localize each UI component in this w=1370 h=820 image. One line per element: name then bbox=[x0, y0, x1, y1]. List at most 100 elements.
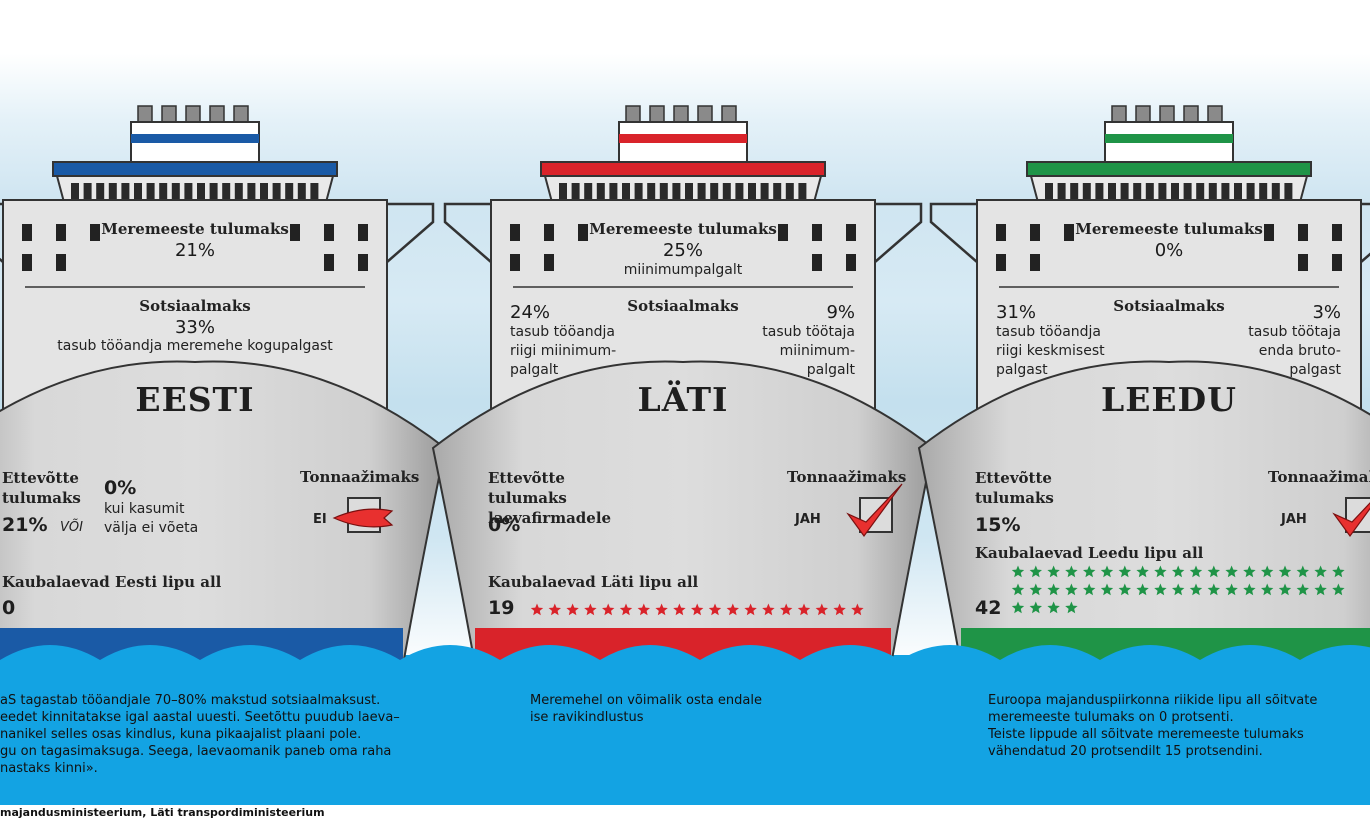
fleet-star bbox=[584, 603, 597, 616]
bridge-window bbox=[247, 183, 256, 199]
cabin-window bbox=[996, 224, 1006, 241]
cabin-window bbox=[578, 224, 588, 241]
bridge-window bbox=[748, 183, 756, 199]
bridge-window bbox=[260, 183, 268, 199]
bridge-window bbox=[1208, 183, 1217, 199]
bridge-window bbox=[71, 183, 79, 199]
bridge-window bbox=[197, 183, 205, 199]
fleet-star bbox=[1207, 565, 1220, 578]
bridge-window bbox=[1045, 183, 1053, 199]
cabin-window bbox=[1298, 224, 1308, 241]
cabin-window bbox=[1332, 224, 1342, 241]
fleet-star bbox=[1136, 565, 1149, 578]
employer-value: 31% bbox=[996, 302, 1037, 323]
fleet-star bbox=[762, 603, 775, 616]
bridge-window bbox=[685, 183, 693, 199]
cabin-window bbox=[22, 224, 32, 241]
fleet-star bbox=[1296, 583, 1309, 596]
fleet-star bbox=[1047, 583, 1060, 596]
bridge-window bbox=[1246, 183, 1255, 199]
fleet-star bbox=[1047, 601, 1060, 614]
fleet-star bbox=[655, 603, 668, 616]
hull bbox=[0, 360, 447, 666]
bridge-window bbox=[760, 183, 769, 199]
bridge-window bbox=[798, 183, 807, 199]
cabin-window bbox=[22, 254, 32, 271]
country-name: LEEDU bbox=[1101, 380, 1237, 419]
cabin-window bbox=[544, 224, 554, 241]
bridge-window bbox=[1095, 183, 1104, 199]
bridge-window bbox=[609, 183, 618, 199]
fleet-star bbox=[1083, 583, 1096, 596]
bridge-window bbox=[735, 183, 744, 199]
bridge-roof bbox=[540, 161, 826, 177]
fleet-star bbox=[673, 603, 686, 616]
cabin-window bbox=[1264, 224, 1274, 241]
bridge-window bbox=[1070, 183, 1079, 199]
bridge-wing-left bbox=[929, 202, 978, 263]
employee-note: tasub töötaja enda bruto- palgast bbox=[1248, 324, 1341, 378]
bridge-window bbox=[773, 183, 782, 199]
bridge-window bbox=[710, 183, 719, 199]
cabin-window bbox=[1030, 224, 1040, 241]
bridge-window bbox=[571, 183, 580, 199]
fleet-star bbox=[1189, 583, 1203, 596]
cabin-window bbox=[1332, 254, 1342, 271]
funnel-pipe bbox=[137, 105, 153, 123]
funnel-pipe bbox=[697, 105, 713, 123]
note-line: gu on tagasimaksuga. Seega, laevaomanik … bbox=[0, 744, 392, 759]
fleet-star bbox=[780, 603, 793, 616]
bridge-window bbox=[1271, 183, 1280, 199]
bridge-window bbox=[171, 183, 180, 199]
note-line: meremeeste tulumaks on 0 protsenti. bbox=[988, 710, 1234, 725]
source-credit: majandusministeerium, Läti transpordimin… bbox=[0, 806, 325, 819]
fleet-star bbox=[1172, 583, 1185, 596]
fleet-star bbox=[691, 603, 704, 616]
bridge-window bbox=[1120, 183, 1129, 199]
fleet-star bbox=[1100, 565, 1114, 578]
bridge-window bbox=[672, 183, 681, 199]
fleet-star bbox=[566, 603, 579, 616]
note-line: eedet kinnitatakse igal aastal uuesti. S… bbox=[0, 710, 400, 725]
note-line: ise ravikindlustus bbox=[530, 710, 644, 725]
fleet-star bbox=[1011, 565, 1025, 578]
bridge-window bbox=[146, 183, 155, 199]
bridge-wing-right bbox=[874, 202, 923, 263]
seafarer-tax-value: 0% bbox=[1154, 240, 1184, 261]
funnel-stripe bbox=[131, 134, 259, 143]
fleet-star bbox=[726, 603, 739, 616]
bridge-window bbox=[96, 183, 105, 199]
fleet-star bbox=[1243, 565, 1256, 578]
bridge-wing-left bbox=[443, 202, 492, 263]
cabin-window bbox=[290, 224, 300, 241]
bridge-window bbox=[622, 183, 630, 199]
bridge-window bbox=[596, 183, 605, 199]
bridge-window bbox=[1183, 183, 1192, 199]
employer-note: tasub tööandja riigi keskmisest palgast bbox=[996, 324, 1105, 378]
funnel-pipe bbox=[185, 105, 201, 123]
note-line: Teiste lippude all sõitvate meremeeste t… bbox=[988, 727, 1304, 742]
bridge-window bbox=[83, 183, 92, 199]
fleet-star bbox=[1261, 565, 1274, 578]
bridge-window bbox=[1158, 183, 1167, 199]
funnel-stripe bbox=[619, 134, 747, 143]
tonnage-tax-label: Tonnaažimaks bbox=[1268, 468, 1370, 486]
funnel-pipe bbox=[673, 105, 689, 123]
seafarer-tax-note: miinimumpalgalt bbox=[623, 262, 743, 278]
cabin-window bbox=[358, 224, 368, 241]
bridge-window bbox=[184, 183, 193, 199]
funnel-pipe bbox=[1207, 105, 1223, 123]
fleet-star bbox=[797, 603, 811, 616]
bridge-window bbox=[1057, 183, 1066, 199]
fleet-star bbox=[1189, 565, 1203, 578]
fleet-star bbox=[1172, 565, 1185, 578]
corp-tax-label: Ettevõtte tulumaks laevafirmadele bbox=[488, 469, 612, 527]
fleet-star bbox=[602, 603, 615, 616]
tonnage-tax-label: Tonnaažimaks bbox=[787, 468, 907, 486]
corp-tax-value: 21% bbox=[2, 514, 48, 536]
bridge-wing-right bbox=[386, 202, 435, 263]
bridge-window bbox=[1259, 183, 1268, 199]
cabin-window bbox=[846, 224, 856, 241]
social-tax-label: Sotsiaalmaks bbox=[139, 297, 251, 315]
